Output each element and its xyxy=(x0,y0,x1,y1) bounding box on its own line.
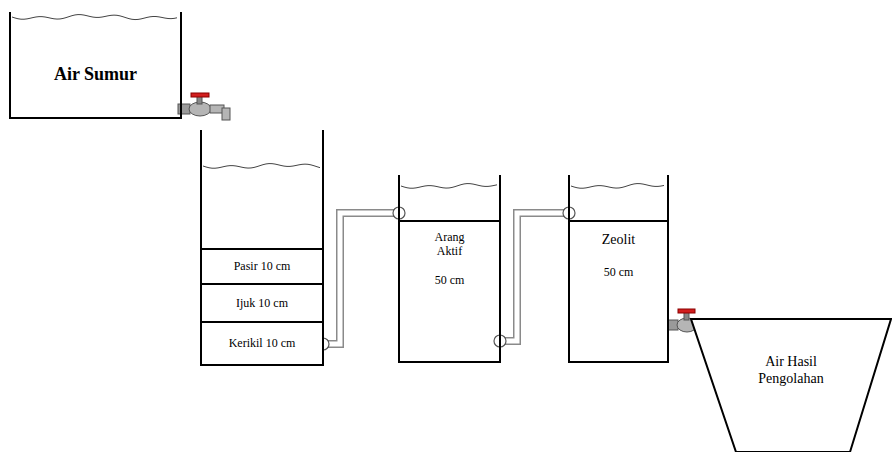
water-line xyxy=(401,184,497,189)
tap-body xyxy=(178,104,190,114)
filter-media: Arang Aktif 50 cm xyxy=(400,220,499,361)
node-label: Kerikil 10 cm xyxy=(229,336,296,350)
tap-handle xyxy=(678,309,695,313)
basin-shape xyxy=(691,319,891,452)
water-surface xyxy=(12,15,664,189)
tank-wall xyxy=(398,175,400,206)
pipe-bore xyxy=(323,213,399,344)
water-line xyxy=(203,164,320,169)
tank-wall xyxy=(568,175,570,206)
node-dimension: 50 cm xyxy=(604,265,634,279)
water-line xyxy=(12,15,177,20)
node-dimension: 50 cm xyxy=(435,273,465,287)
filter-media: Zeolit 50 cm xyxy=(570,220,667,361)
tank-wall xyxy=(322,130,324,250)
node-label: Air Sumur xyxy=(54,64,137,86)
filter-layer: Kerikil 10 cm xyxy=(200,321,324,366)
pipe-outline xyxy=(500,213,569,341)
node-label: Ijuk 10 cm xyxy=(236,296,288,310)
node-label: Zeolit xyxy=(602,232,635,249)
tap xyxy=(178,93,230,120)
tank-wall xyxy=(667,175,669,206)
node-label: Pasir 10 cm xyxy=(234,259,291,273)
filter-tank: Zeolit 50 cm xyxy=(568,205,669,363)
pipe-bore xyxy=(500,213,569,341)
pipe-outline xyxy=(323,213,399,344)
tap-spout xyxy=(222,108,230,120)
tank-wall xyxy=(200,130,202,250)
water-line xyxy=(571,184,664,189)
node-label: Air Hasil Pengolahan xyxy=(746,354,836,452)
pipe xyxy=(494,207,575,347)
output-basin: Air Hasil Pengolahan xyxy=(690,318,892,452)
filter-layer: Ijuk 10 cm xyxy=(200,283,324,323)
tap-handle xyxy=(191,93,209,97)
tank-wall xyxy=(499,175,501,206)
filter-tank: Arang Aktif 50 cm xyxy=(398,205,501,363)
node-label: Arang Aktif xyxy=(425,230,475,259)
source-tank: Air Sumur xyxy=(9,12,182,119)
filter-layer: Pasir 10 cm xyxy=(200,248,324,285)
pipe xyxy=(317,207,405,350)
